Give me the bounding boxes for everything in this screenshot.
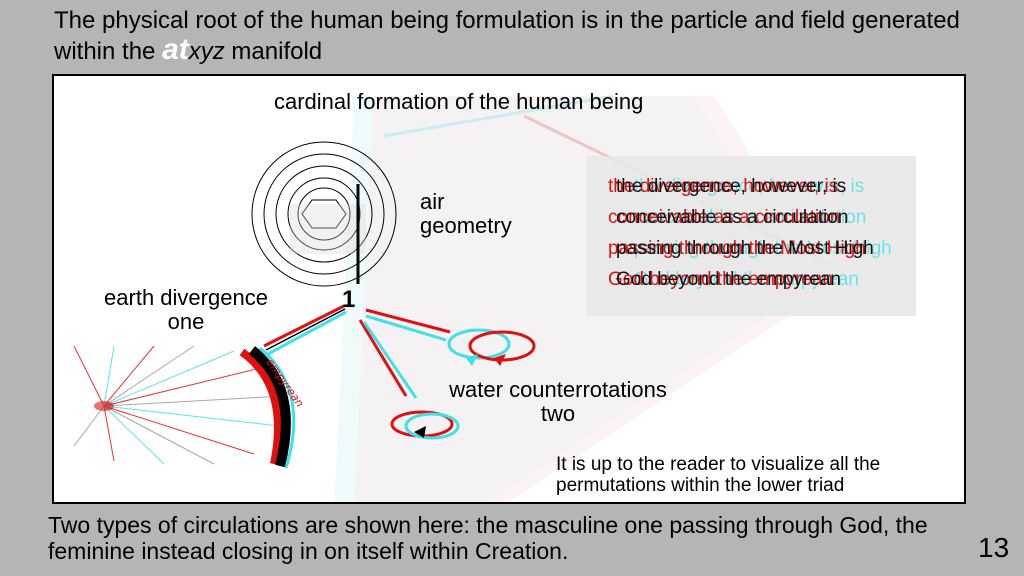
title-text-1: The physical root of the human being for… xyxy=(54,7,960,65)
diagram-panel: empyrean cardinal formation of the human… xyxy=(52,74,966,504)
ray-upper-cyan xyxy=(365,314,447,342)
ray-lower-red xyxy=(358,319,408,397)
ray-upper-red xyxy=(365,308,451,334)
quote-text-cyan-shadow: the divergence, however, is conceivable … xyxy=(634,171,892,295)
reader-note-line-1: It is up to the reader to visualize all … xyxy=(556,454,881,475)
empyrean-arc-cyan xyxy=(259,346,296,469)
earth-fan xyxy=(73,345,285,465)
ray-earth-cyan xyxy=(267,310,347,356)
title-text-2: manifold xyxy=(224,38,323,65)
title-at: at xyxy=(162,33,189,66)
quote-line: God beyond the empyrean xyxy=(608,269,833,290)
divergence-rays xyxy=(263,304,451,399)
air-circle-5 xyxy=(297,187,351,241)
air-circle-4 xyxy=(287,177,361,251)
quote-line: God beyond the empyrean xyxy=(634,269,859,290)
loop-upper-arrow-red xyxy=(494,354,506,366)
quote-box xyxy=(586,156,916,316)
air-circle-2 xyxy=(263,153,385,275)
fan-line xyxy=(103,405,215,465)
center-number: 1 xyxy=(342,286,356,313)
quote-line: God beyond the empyrean xyxy=(616,269,841,290)
air-label-line-1: air xyxy=(420,189,445,214)
circle-shade xyxy=(290,204,366,254)
title-xyz: xyz xyxy=(188,38,225,65)
water-label-line-2: two xyxy=(540,401,576,426)
fan-line xyxy=(103,405,165,465)
quote-line: passing through the Most High xyxy=(616,238,874,259)
loop-upper-cyan xyxy=(447,328,511,360)
quote-line: conceivable as a circulation xyxy=(608,207,841,228)
air-label: air geometry xyxy=(420,190,512,238)
quote-line: conceivable as a circulation xyxy=(616,207,849,228)
earth-label-line-1: earth divergence xyxy=(104,285,268,310)
fan-line xyxy=(73,345,105,407)
bg-line-cyan xyxy=(383,94,615,138)
ray-lower-cyan xyxy=(362,321,418,399)
empyrean-arc-black xyxy=(248,346,291,468)
diagram-subtitle: cardinal formation of the human being xyxy=(274,89,644,114)
quote-line: the divergence, however, is xyxy=(616,176,847,197)
fan-line xyxy=(103,345,115,407)
fan-line xyxy=(103,395,285,407)
air-circle-3 xyxy=(275,165,373,263)
quote-line: passing through the Most High xyxy=(634,238,892,259)
water-loop-upper xyxy=(447,328,536,366)
slide-title: The physical root of the human being for… xyxy=(54,6,974,66)
fan-line xyxy=(103,405,115,462)
earth-label-line-2: one xyxy=(167,309,205,334)
air-circle-1 xyxy=(251,141,397,287)
fan-line xyxy=(103,405,280,427)
air-label-line-2: geometry xyxy=(420,213,512,238)
water-label: water counterrotations two xyxy=(426,378,690,426)
fan-line xyxy=(103,350,235,407)
quote-line: the divergence, however, is xyxy=(608,176,839,197)
quote-line: the divergence, however, is xyxy=(634,176,865,197)
quote-text-red-shadow: the divergence, however, is conceivable … xyxy=(608,171,866,295)
empyrean-arc-red xyxy=(239,348,282,465)
quote-text: the divergence, however, is conceivable … xyxy=(616,171,874,295)
fan-line xyxy=(103,365,270,407)
page-number: 13 xyxy=(978,532,1010,563)
water-loop-lower xyxy=(390,410,460,440)
quote-line: passing through the Most High xyxy=(608,238,866,259)
loop-upper-arrow-cyan xyxy=(466,354,478,366)
loop-lower-arrow-black xyxy=(414,426,426,438)
water-label-line-1: water counterrotations xyxy=(449,377,667,402)
fan-line xyxy=(103,345,155,407)
fan-center xyxy=(94,401,114,411)
fan-line xyxy=(103,345,195,407)
caption: Two types of circulations are shown here… xyxy=(48,512,928,564)
ray-earth-red xyxy=(263,304,345,348)
reader-note: It is up to the reader to visualize all … xyxy=(556,454,964,496)
fan-line xyxy=(73,405,105,447)
loop-lower-cyan xyxy=(404,412,460,440)
reader-note-line-2: permutations within the lower triad xyxy=(556,475,845,496)
hexagon xyxy=(301,199,347,229)
ray-earth-black xyxy=(265,308,346,351)
air-geometry-circles xyxy=(251,141,397,287)
earth-label: earth divergence one xyxy=(88,286,284,334)
quote-line: conceivable as a circulation xyxy=(634,207,867,228)
fan-line xyxy=(103,405,255,455)
